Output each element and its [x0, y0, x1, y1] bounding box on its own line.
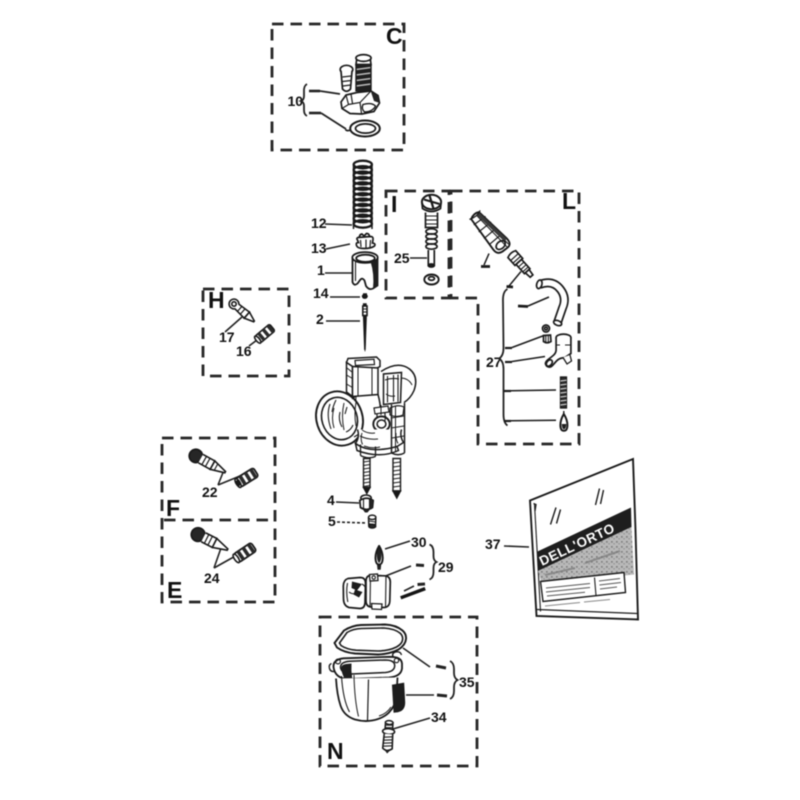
svg-text:35: 35: [459, 674, 475, 690]
svg-text:34: 34: [431, 709, 447, 725]
svg-text:14: 14: [313, 285, 329, 301]
svg-text:25: 25: [394, 250, 410, 266]
svg-text:L: L: [562, 188, 576, 214]
svg-text:5: 5: [328, 513, 336, 529]
svg-text:37: 37: [485, 536, 501, 552]
svg-text:2: 2: [316, 311, 324, 327]
svg-text:1: 1: [317, 262, 325, 278]
svg-text:F: F: [166, 495, 180, 521]
svg-text:17: 17: [219, 329, 235, 345]
svg-text:E: E: [167, 577, 182, 603]
svg-text:12: 12: [311, 215, 327, 231]
svg-text:24: 24: [204, 570, 220, 586]
svg-text:10: 10: [288, 93, 304, 109]
svg-text:27: 27: [486, 354, 502, 370]
svg-text:22: 22: [202, 484, 218, 500]
svg-text:H: H: [208, 287, 225, 313]
svg-text:16: 16: [236, 343, 252, 359]
svg-text:I: I: [391, 191, 397, 217]
svg-text:N: N: [327, 738, 344, 764]
svg-text:29: 29: [438, 559, 454, 575]
svg-text:13: 13: [311, 240, 327, 256]
svg-text:4: 4: [327, 492, 335, 508]
svg-text:C: C: [386, 23, 403, 49]
svg-text:30: 30: [411, 534, 427, 550]
